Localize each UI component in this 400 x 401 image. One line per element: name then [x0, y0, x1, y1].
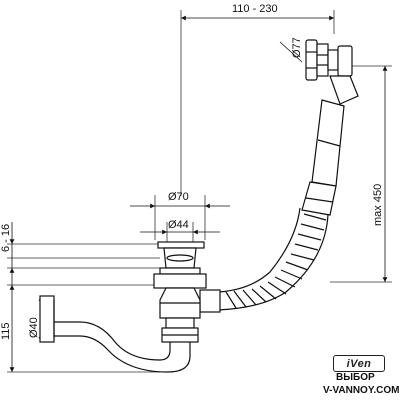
drain-assembly: [39, 39, 359, 373]
corrugated-hose: [217, 207, 329, 311]
brand-line-2: V-VANNOY.COM: [323, 385, 400, 396]
hose-collar: [199, 289, 221, 313]
dim-overflow-diameter: Ø77: [291, 37, 303, 58]
brand-logo-text: iVen: [346, 357, 372, 370]
extension-lines: [7, 10, 392, 373]
dim-trap-height: 115: [0, 322, 12, 340]
dim-max-height: max 450: [372, 184, 384, 226]
dim-pipe-diameter: Ø40: [28, 317, 40, 338]
dimension-lines: [9, 15, 388, 372]
dim-rim-range: 6 - 16: [0, 224, 12, 252]
dim-waste-diameter: Ø70: [168, 191, 189, 203]
overflow-elbow: [329, 75, 359, 105]
brand-logo: iVen: [333, 355, 385, 372]
dim-top-width: 110 - 230: [232, 3, 278, 15]
brand-line-1: ВЫБОР: [336, 372, 375, 383]
waste-body: [153, 241, 207, 343]
overflow-hose: [301, 99, 345, 216]
dim-plug-diameter: Ø44: [168, 219, 189, 231]
overflow-head: [305, 39, 353, 81]
s-trap: [39, 295, 191, 373]
